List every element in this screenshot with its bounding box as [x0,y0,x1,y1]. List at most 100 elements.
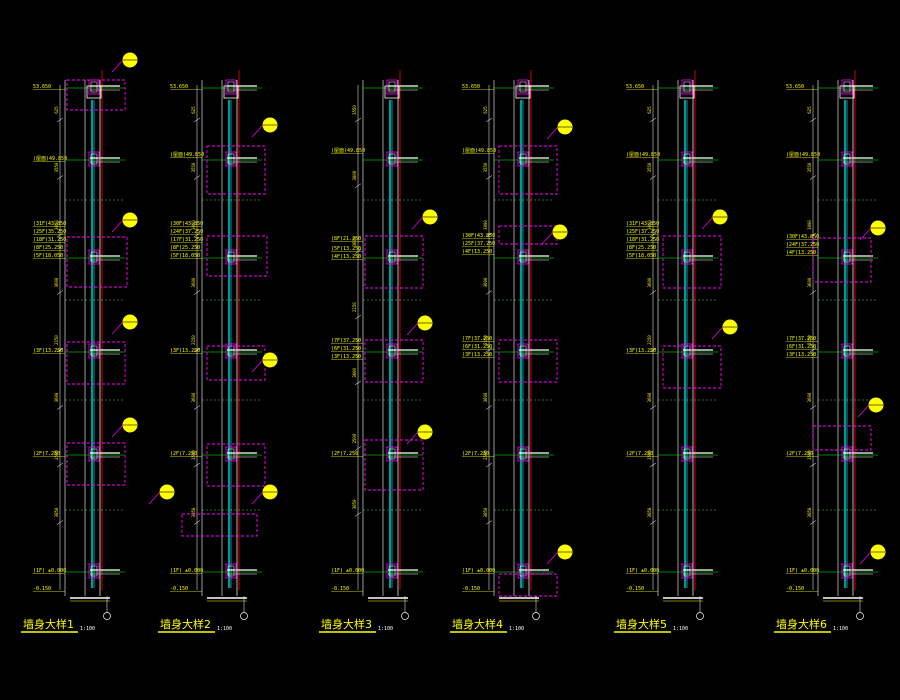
dimension-tick [193,405,201,410]
dimension-text: 2150 [191,335,196,345]
beam-core [227,565,235,577]
dimension-text: 625 [483,106,488,114]
elevation-label: (屋面)49.850 [170,152,204,158]
beam-core [683,345,691,357]
callout-leader [711,326,724,340]
elevation-label: (18F)31.250 [626,237,659,243]
callout-number: 17 [875,223,881,229]
detail-callout-bubble: 16建-11 [711,319,738,340]
elevation-label: -0.150 [33,586,51,592]
dimension-tick [485,520,493,525]
callout-number: 8 [269,487,272,493]
dimension-text: 2500 [647,450,652,460]
detail-callout-box [812,425,872,451]
callout-number: 3 [129,317,132,323]
callout-sheet: 建-11 [124,322,137,329]
wall-section-2: 625355030003600215036002500385053.650(屋面… [148,70,278,633]
elevation-label: (2F)7.250 [331,451,358,457]
beam-core [388,251,396,263]
elevation-label: 53.650 [786,84,804,90]
dimension-text: 3600 [352,236,357,246]
callout-number: 1 [129,55,132,61]
beam-core [843,153,851,165]
beam-core [90,345,98,357]
beam-section [88,343,100,359]
beam-core [843,81,851,93]
wall-section-5: 625355030003600215036002500385053.650(屋面… [614,70,738,633]
beam-core [388,153,396,165]
callout-number: 5 [269,120,272,126]
elevation-label: (屋面)49.850 [786,152,820,158]
dimension-text: 3600 [647,392,652,402]
callout-sheet: 建-11 [424,217,437,224]
dimension-tick [56,290,64,295]
callout-leader [251,359,264,373]
beam-core [227,448,235,460]
dimension-text: 3000 [54,220,59,230]
grid-axis-bubble [856,612,864,620]
beam-section [386,343,398,359]
beam-section [681,249,693,265]
detail-callout-box [364,439,424,491]
beam-core [227,81,235,93]
section-title: 墙身大样4 [452,617,503,631]
dimension-tick [56,520,64,525]
section-title: 墙身大样5 [616,617,667,631]
beam-section [517,563,529,579]
beam-section [517,446,529,462]
beam-section [88,446,100,462]
dimension-text: 3600 [191,277,196,287]
callout-leader [111,321,124,335]
dimension-text: 3600 [807,392,812,402]
elevation-label: (31F)43.850 [33,221,66,227]
dimension-tick [649,290,657,295]
elevation-label: (屋面)49.850 [33,156,67,162]
callout-sheet: 建-11 [872,228,885,235]
callout-leader [111,59,124,73]
detail-callout-bubble: 5建-11 [251,117,278,138]
dimension-tick [56,117,64,123]
elevation-label: (5F)18.050 [33,253,63,259]
dimension-tick [809,175,817,180]
beam-section [681,151,693,167]
dimension-text: 3850 [54,507,59,517]
dimension-text: 3600 [807,277,812,287]
dimension-tick [193,117,201,123]
callout-number: 10 [422,318,428,324]
callout-sheet: 建-11 [554,232,567,239]
callout-sheet: 建-11 [714,217,727,224]
callout-number: 4 [129,420,132,426]
dimension-text: 2150 [54,335,59,345]
callout-leader [859,551,872,565]
callout-sheet: 建-11 [419,432,432,439]
elevation-label: (24F)37.250 [170,229,203,235]
detail-callout-bubble: 2建-11 [111,212,138,233]
callout-sheet: 建-11 [124,425,137,432]
dimension-text: 2500 [54,450,59,460]
beam-section [841,151,853,167]
callout-sheet: 建-11 [870,405,883,412]
callout-leader [111,424,124,438]
beam-core [843,448,851,460]
elevation-label: (屋面)49.850 [331,148,365,154]
beam-section [841,249,853,265]
parapet [223,85,239,99]
dimension-tick [193,347,201,353]
dimension-text: 3000 [352,170,357,180]
dimension-text: 3600 [191,392,196,402]
callout-sheet: 建-11 [559,552,572,559]
callout-leader [111,219,124,233]
detail-callout-bubble: 19建-11 [859,544,886,565]
wall-section-6: 625355030003600215036002500385053.650(屋面… [774,70,886,633]
elevation-label: -0.150 [170,586,188,592]
beam-core [683,153,691,165]
dimension-text: 3600 [483,392,488,402]
elevation-label: (3F)13.250 [33,348,63,354]
dimension-tick [193,175,201,180]
detail-callout-bubble: 15建-11 [701,209,728,230]
grid-axis-bubble [696,612,704,620]
grid-axis-bubble [103,612,111,620]
beam-section [88,151,100,167]
elevation-label: 53.650 [170,84,188,90]
